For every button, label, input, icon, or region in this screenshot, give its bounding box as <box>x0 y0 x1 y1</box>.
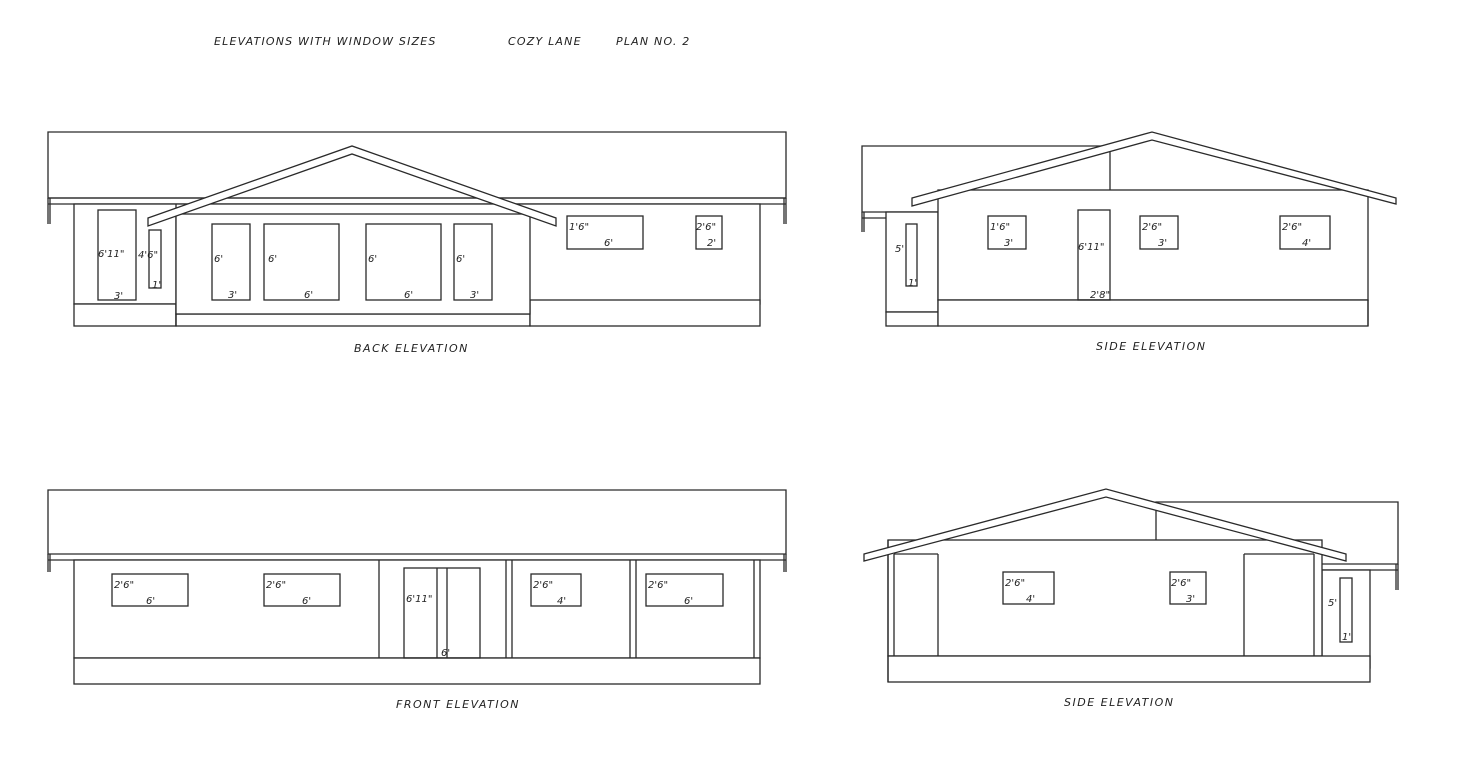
side-top-narrow-height: 5' <box>895 244 904 255</box>
back-window-4 <box>453 223 493 301</box>
back-window-1-width: 3' <box>228 290 237 301</box>
back-door <box>97 209 137 301</box>
side-top-window-3-height: 2'6" <box>1282 222 1302 233</box>
front-elevation: 2'6" 6' 2'6" 6' 6'11" 6' 2'6" 4' 2'6" 6'… <box>47 489 787 711</box>
side-elevation-bottom: 2'6" 4' 2'6" 3' 5' 1' SIDE ELEVATION <box>863 488 1399 709</box>
back-window-2 <box>263 223 340 301</box>
front-window-2-height: 2'6" <box>266 580 286 591</box>
side-bottom-narrow-width: 1' <box>1342 632 1351 643</box>
back-window-6-width: 2' <box>707 238 716 249</box>
side-top-window-3 <box>1279 215 1331 250</box>
side-bottom-window-2-width: 3' <box>1186 594 1195 605</box>
back-window-3-height: 6' <box>368 254 377 265</box>
back-window-3 <box>365 223 442 301</box>
side-top-window-3-width: 4' <box>1302 238 1311 249</box>
side-bottom-window-2 <box>1169 571 1207 605</box>
side-bottom-narrow-height: 5' <box>1328 598 1337 609</box>
front-window-4 <box>645 573 724 607</box>
front-door-height: 6'11" <box>406 594 432 605</box>
back-window-1-height: 6' <box>214 254 223 265</box>
front-window-2-width: 6' <box>302 596 311 607</box>
front-window-1-height: 2'6" <box>114 580 134 591</box>
back-window-1 <box>211 223 251 301</box>
front-window-3 <box>530 573 582 607</box>
side-top-narrow-width: 1' <box>908 278 917 289</box>
front-door-width: 6' <box>441 648 450 659</box>
project-name: COZY LANE <box>508 35 582 48</box>
sheet-title: ELEVATIONS WITH WINDOW SIZES <box>214 35 437 48</box>
side-bottom-caption: SIDE ELEVATION <box>1064 696 1175 709</box>
back-elevation: 6'11" 3' 4'6" 1' 6' 3' 6' 6' 6' 6' 6' 3'… <box>47 131 787 355</box>
front-window-2 <box>263 573 341 607</box>
front-window-4-width: 6' <box>684 596 693 607</box>
back-window-5 <box>566 215 644 250</box>
back-window-6-height: 2'6" <box>696 222 716 233</box>
front-window-4-height: 2'6" <box>648 580 668 591</box>
front-window-1-width: 6' <box>146 596 155 607</box>
side-top-window-1 <box>987 215 1027 250</box>
side-top-window-1-height: 1'6" <box>990 222 1010 233</box>
side-bottom-window-1-width: 4' <box>1026 594 1035 605</box>
back-narrow-window <box>148 229 162 289</box>
back-door-height: 6'11" <box>98 249 124 260</box>
side-top-door <box>1077 209 1111 301</box>
back-window-4-width: 3' <box>470 290 479 301</box>
side-top-door-width: 2'8" <box>1090 290 1110 301</box>
back-window-3-width: 6' <box>404 290 413 301</box>
back-window-4-height: 6' <box>456 254 465 265</box>
front-roof <box>47 489 787 555</box>
front-door <box>403 567 481 659</box>
front-window-3-height: 2'6" <box>533 580 553 591</box>
side-top-door-height: 6'11" <box>1078 242 1104 253</box>
back-narrow-height: 4'6" <box>138 250 158 261</box>
side-top-caption: SIDE ELEVATION <box>1096 340 1207 353</box>
front-window-1 <box>111 573 189 607</box>
back-window-2-height: 6' <box>268 254 277 265</box>
back-door-width: 3' <box>114 291 123 302</box>
front-elevation-caption: FRONT ELEVATION <box>396 698 520 711</box>
side-elevation-top: 5' 1' 1'6" 3' 6'11" 2'8" 2'6" 3' 2'6" 4'… <box>861 131 1397 353</box>
front-window-3-width: 4' <box>557 596 566 607</box>
back-window-6 <box>695 215 723 250</box>
side-bottom-narrow-window <box>1339 577 1353 643</box>
side-bottom-window-2-height: 2'6" <box>1171 578 1191 589</box>
side-bottom-window-1 <box>1002 571 1055 605</box>
back-narrow-width: 1' <box>152 280 161 291</box>
plan-number: PLAN NO. 2 <box>616 35 690 48</box>
back-window-2-width: 6' <box>304 290 313 301</box>
side-top-window-2-width: 3' <box>1158 238 1167 249</box>
back-main-roof <box>47 131 787 199</box>
side-top-window-2 <box>1139 215 1179 250</box>
back-window-5-width: 6' <box>604 238 613 249</box>
side-bottom-window-1-height: 2'6" <box>1005 578 1025 589</box>
side-top-gable-roof <box>911 131 1397 207</box>
back-gable-roof <box>147 145 557 227</box>
side-top-narrow-window <box>905 223 918 287</box>
back-window-5-height: 1'6" <box>569 222 589 233</box>
side-top-window-1-width: 3' <box>1004 238 1013 249</box>
side-bottom-gable-roof <box>863 488 1347 562</box>
back-elevation-caption: BACK ELEVATION <box>354 342 469 355</box>
side-top-window-2-height: 2'6" <box>1142 222 1162 233</box>
